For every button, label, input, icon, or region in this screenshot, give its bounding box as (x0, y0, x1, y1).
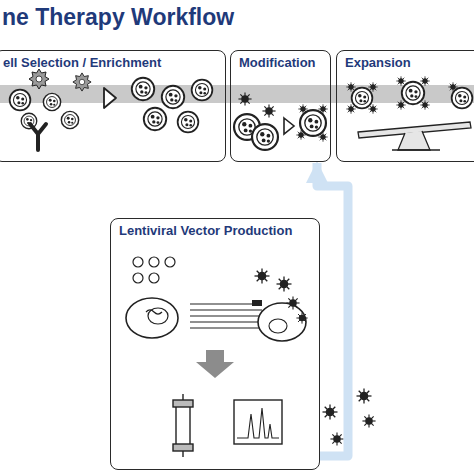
process-box: ell Selection / Enrichment (0, 50, 226, 162)
box-heading: Modification (231, 51, 324, 74)
flow-arrow (317, 163, 348, 456)
process-box: Expansion (336, 50, 474, 162)
box-heading: Expansion (337, 51, 419, 74)
box-heading: ell Selection / Enrichment (0, 51, 169, 74)
process-box: Modification (230, 50, 331, 162)
title: ne Therapy Workflow (2, 4, 234, 31)
box-heading: Lentiviral Vector Production (111, 219, 300, 242)
process-box: Lentiviral Vector Production (110, 218, 320, 470)
